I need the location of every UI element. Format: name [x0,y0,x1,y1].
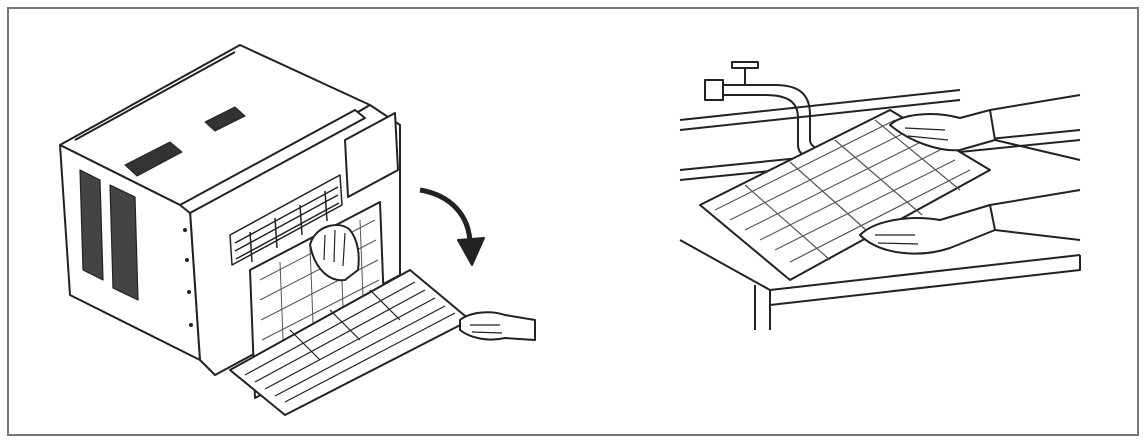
air-outlet [229,174,343,266]
washing-drawing [679,61,1081,330]
remove-filter-illustration [40,30,560,420]
hand-lower [459,311,536,341]
sink-back-edge [679,89,961,121]
rotate-arrow [419,187,473,246]
filter-mesh [714,119,971,263]
air-filter [699,109,991,281]
side-louvers [79,169,139,301]
grille-slats [244,281,456,403]
top-vent [124,106,246,177]
faucet-handle [731,61,759,85]
wash-filter-illustration [660,30,1100,360]
control-panel [344,112,399,198]
air-conditioner-drawing [59,44,536,416]
